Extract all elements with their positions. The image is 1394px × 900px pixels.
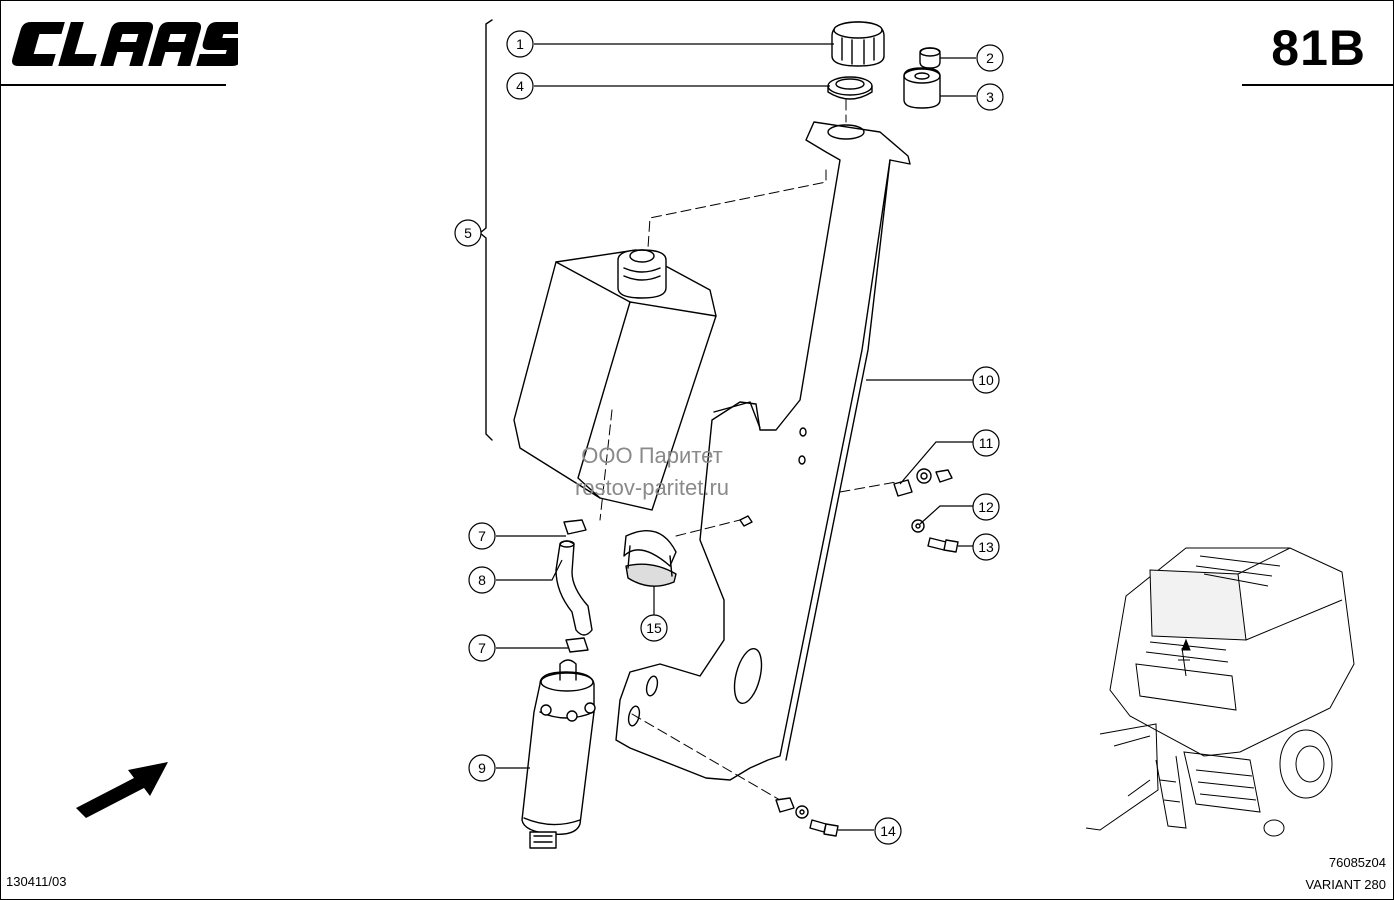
callout-1: 1 (516, 36, 524, 52)
part-tank (513, 249, 717, 511)
callout-2: 2 (986, 50, 994, 66)
leader-lines (496, 43, 976, 831)
claas-logo (12, 22, 238, 66)
footer-right: 76085z04 VARIANT 280 (1306, 852, 1386, 896)
callout-10: 10 (978, 372, 994, 388)
watermark: ООО Паритет rostov-paritet.ru (540, 440, 764, 504)
callout-9: 9 (478, 760, 486, 776)
callout-4: 4 (516, 78, 524, 94)
drawing-number: 76085z04 (1328, 855, 1386, 870)
part-hose-clamp (563, 519, 589, 653)
callout-15: 15 (646, 620, 662, 636)
part-clamp-sleeve (623, 529, 677, 587)
part-grommet (903, 67, 941, 109)
callout-7-bottom: 7 (478, 640, 486, 656)
document-number: 130411/03 (6, 874, 67, 889)
callout-8: 8 (478, 572, 486, 588)
part-cap (831, 21, 885, 67)
callout-11: 11 (979, 435, 994, 451)
logo-rule (0, 84, 226, 86)
part-hose (555, 540, 593, 636)
model-name: VARIANT 280 (1305, 877, 1386, 892)
watermark-company: ООО Паритет (581, 443, 723, 468)
part-bolt-14 (775, 797, 839, 837)
watermark-site: rostov-paritet.ru (574, 475, 730, 500)
callout-12: 12 (978, 499, 994, 515)
direction-arrow-icon (76, 762, 168, 818)
page-code-rule (1242, 84, 1394, 86)
baler-thumbnail (1085, 547, 1355, 837)
callout-13: 13 (978, 539, 994, 555)
callout-14: 14 (880, 823, 896, 839)
part-bolt-11 (893, 468, 953, 497)
callout-5: 5 (464, 225, 472, 241)
part-plug (919, 47, 941, 69)
part-filter (521, 659, 596, 849)
part-ring-nut (827, 76, 873, 100)
assembly-brace (479, 19, 493, 441)
part-bolt-13 (927, 537, 959, 553)
part-bracket (615, 121, 911, 781)
page-code: 81B (1271, 20, 1366, 76)
callout-7-top: 7 (478, 528, 486, 544)
callout-3: 3 (986, 89, 994, 105)
